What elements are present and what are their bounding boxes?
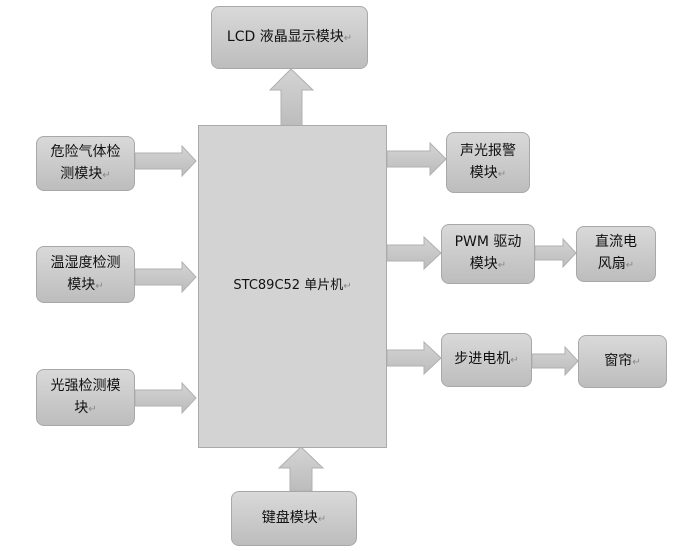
paragraph-mark: ↵	[88, 403, 97, 415]
node-label: 温湿度检测	[50, 254, 121, 271]
paragraph-mark: ↵	[510, 355, 519, 366]
node-label: 测模块	[60, 165, 103, 182]
node-label: 模块	[469, 256, 498, 272]
node-label: PWM 驱动	[454, 234, 522, 250]
node-label: 块	[74, 399, 89, 416]
node-label: 模块	[469, 164, 498, 181]
keyboard-module: 键盘模块↵	[231, 491, 357, 546]
node-label: 窗帘	[604, 352, 633, 369]
stepper-motor: 步进电机↵	[441, 333, 532, 387]
alarm-module: 声光报警模块↵	[446, 132, 530, 193]
light-detection-module: 光强检测模块↵	[36, 369, 135, 426]
paragraph-mark: ↵	[343, 281, 352, 292]
arrow-mcu-to-pwm	[386, 235, 442, 271]
node-label: 声光报警	[460, 142, 516, 159]
pwm-driver-module: PWM 驱动模块↵	[441, 224, 535, 284]
paragraph-mark: ↵	[102, 169, 111, 181]
node-label: 光强检测模	[50, 377, 121, 394]
arrow-gas-to-mcu	[134, 144, 197, 178]
node-label: LCD 液晶显示模块	[226, 28, 344, 45]
paragraph-mark: ↵	[497, 260, 507, 271]
node-label: 步进电机	[454, 351, 511, 367]
arrow-mcu-to-stepper	[386, 340, 442, 376]
paragraph-mark: ↵	[625, 260, 635, 271]
dc-fan: 直流电风扇↵	[576, 226, 656, 282]
lcd-display-module: LCD 液晶显示模块↵	[211, 6, 368, 69]
paragraph-mark: ↵	[343, 32, 353, 44]
arrow-humid-to-mcu	[134, 260, 197, 294]
temp-humidity-module: 温湿度检测模块↵	[36, 246, 135, 303]
node-label: 危险气体检	[50, 143, 121, 160]
paragraph-mark: ↵	[632, 356, 641, 368]
paragraph-mark: ↵	[317, 513, 327, 525]
arrow-mcu-to-lcd	[268, 68, 315, 127]
node-label: STC89C52 单片机	[233, 278, 344, 293]
stc89c52-mcu: STC89C52 单片机↵	[198, 125, 387, 448]
arrow-stepper-to-curtain	[531, 345, 579, 377]
paragraph-mark: ↵	[497, 168, 507, 180]
gas-detection-module: 危险气体检测模块↵	[36, 136, 135, 191]
node-label: 键盘模块	[261, 509, 318, 526]
node-label: 风扇	[597, 256, 626, 272]
arrow-keyboard-to-mcu	[277, 446, 325, 492]
node-label: 模块	[67, 276, 96, 293]
paragraph-mark: ↵	[95, 280, 104, 292]
arrow-mcu-to-alarm	[386, 141, 447, 177]
arrow-light-to-mcu	[134, 381, 197, 415]
curtain: 窗帘↵	[578, 335, 667, 388]
arrow-pwm-to-fan	[534, 237, 577, 269]
node-label: 直流电	[595, 234, 637, 250]
